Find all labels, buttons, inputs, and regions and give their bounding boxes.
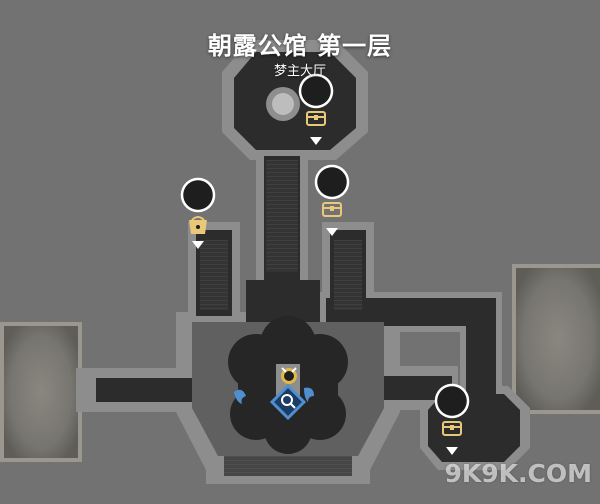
teleport-icon[interactable] xyxy=(269,383,307,421)
map-subtitle: 梦主大厅 xyxy=(273,64,326,79)
west-room xyxy=(0,322,82,462)
chest-icon[interactable] xyxy=(434,383,470,455)
watermark: 9K9K.COM xyxy=(444,459,592,488)
map-title: 朝露公馆 第一层 xyxy=(207,32,393,60)
chest-icon[interactable] xyxy=(314,164,350,236)
chest-icon[interactable] xyxy=(298,73,334,145)
npc-icon[interactable] xyxy=(281,367,297,384)
east-room xyxy=(512,264,600,414)
top-room-pillar xyxy=(266,87,300,121)
blue-feather-icon xyxy=(234,387,314,404)
bag-icon[interactable] xyxy=(180,177,216,249)
